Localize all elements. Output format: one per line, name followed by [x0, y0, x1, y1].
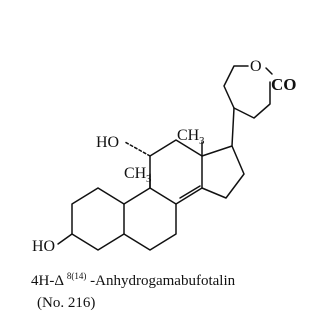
methyl-13-ch: CH [177, 127, 200, 144]
ring-a-bonds [71, 187, 125, 251]
methyl-13-subscript: 3 [199, 135, 205, 147]
methyl-10-ch: CH [124, 165, 147, 182]
compound-name-superscript: 8(14) [67, 271, 87, 281]
compound-name-suffix: -Anhydrogamabufotalin [90, 273, 235, 289]
ring-b [123, 187, 177, 251]
compound-reference: (No. 216) [37, 295, 95, 311]
ring-oxygen-label: O [250, 58, 262, 75]
compound-name: 4H-Δ 8(14) -Anhydrogamabufotalin [31, 267, 236, 289]
hydroxyl-11-label: HO [96, 134, 119, 151]
lactone-ring-bonds-lower [233, 81, 271, 119]
lactone-ring-bonds [223, 65, 249, 109]
lactone-ring [223, 65, 273, 119]
methyl-10-label: CH 3 [124, 165, 152, 185]
hydroxyl-3-label: HO [32, 238, 55, 255]
methyl-13-label: CH 3 [177, 127, 205, 147]
ring-c-bonds [149, 139, 203, 205]
bond-11-oh-hashed [124, 141, 151, 157]
lactone-carbonyl-label: CO [271, 75, 297, 94]
bond-17-lactone [231, 107, 235, 147]
ring-d [201, 145, 245, 199]
bond-3-oh [57, 233, 73, 245]
lactone-o-c-bond [265, 67, 273, 75]
methyl-10-subscript: 3 [146, 173, 152, 185]
compound-name-prefix: 4H-Δ [31, 273, 64, 289]
ring-d-bonds [201, 145, 245, 199]
double-bond-8-14 [179, 185, 201, 199]
ring-c [149, 139, 203, 205]
ring-a [71, 187, 125, 251]
ring-b-bonds [123, 187, 177, 251]
